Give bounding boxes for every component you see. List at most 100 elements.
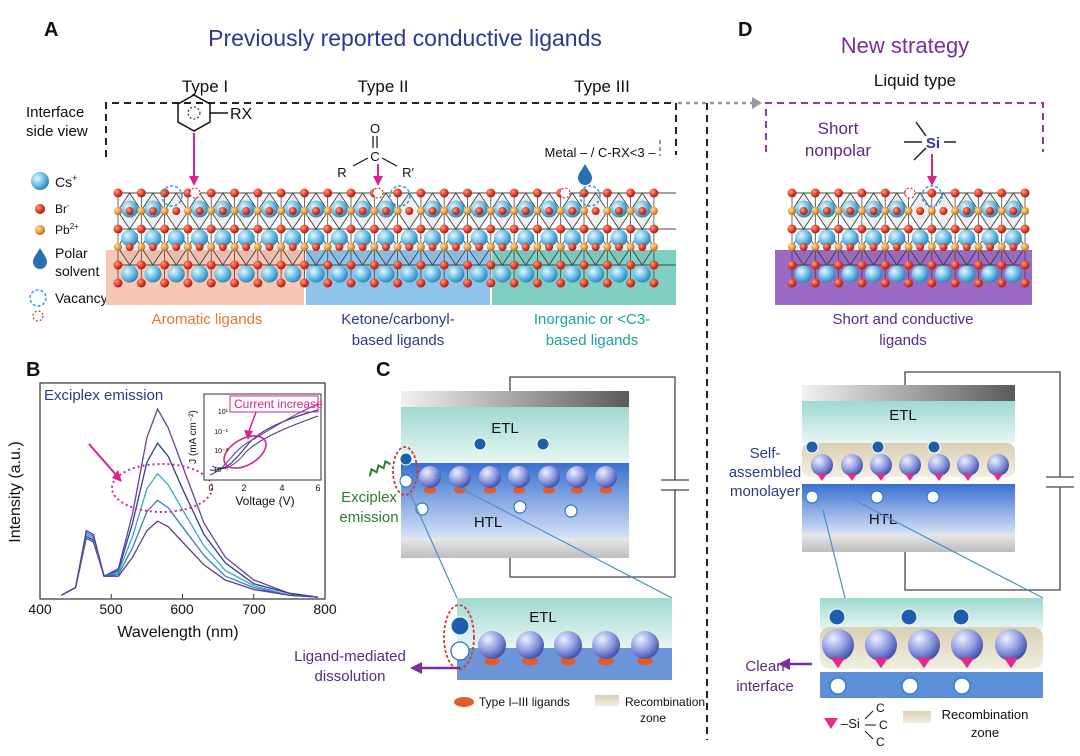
br-atom [614, 207, 623, 215]
ligand-ellipse [542, 486, 556, 494]
type-3-label: Type III [574, 77, 630, 96]
quantum-dot [811, 454, 833, 476]
pb-atom [510, 243, 519, 251]
c-contact-bar [401, 391, 629, 407]
br-atom [299, 260, 309, 270]
nonpolar-label: nonpolar [805, 141, 872, 160]
bond-r [352, 157, 369, 167]
br-atom [810, 260, 820, 270]
cs-atom [470, 265, 488, 283]
pb-atom [347, 243, 355, 251]
c-zoom-etl-label: ETL [529, 609, 557, 626]
br-atom [556, 260, 566, 270]
c-legend-ligand-icon [454, 697, 474, 707]
b-highlight-ellipse [111, 463, 213, 513]
cs-atom [587, 265, 605, 283]
br-atom [973, 188, 983, 198]
pb-atom [370, 207, 379, 215]
br-atom [568, 243, 577, 251]
ligand-ellipse [598, 656, 614, 666]
quantum-dot [595, 466, 617, 488]
cs-atom [633, 265, 651, 283]
spectrum-series-3 [61, 472, 318, 598]
c-bottom-layer [401, 538, 629, 558]
br-atom [532, 224, 542, 234]
cs-atom [563, 265, 581, 283]
br-atom [312, 207, 321, 215]
br-atom [834, 260, 844, 270]
br-atom [787, 260, 797, 270]
br-atom [346, 224, 356, 234]
br-atom [160, 260, 170, 270]
br-atom [986, 207, 995, 215]
silane-ligand-icon [873, 657, 889, 669]
br-atom [556, 278, 566, 288]
d-zoom-etl [820, 598, 1043, 630]
panel-b-label: B [26, 359, 40, 381]
br-atom [393, 260, 403, 270]
br-atom [904, 278, 913, 288]
br-atom [927, 260, 937, 270]
br-atom [346, 278, 356, 288]
pb-atom [974, 243, 983, 251]
br-atom [799, 207, 808, 215]
br-atom [405, 207, 414, 215]
cs-atom [447, 265, 465, 283]
cs-atom [540, 229, 558, 247]
d-legend-c-1: C [876, 701, 885, 715]
br-atom [253, 224, 263, 234]
br-atom [230, 224, 239, 234]
br-atom [148, 243, 157, 251]
br-atom [556, 224, 566, 234]
quantum-dot [508, 466, 530, 488]
br-atom [125, 207, 134, 215]
short-conductive-label-2: ligands [879, 332, 927, 349]
br-atom [649, 188, 659, 198]
br-atom [602, 188, 612, 198]
type-1-label: Type I [182, 77, 228, 96]
br-atom [904, 224, 913, 234]
b-inset-curve-3 [211, 415, 319, 470]
spectrum-series-1 [61, 407, 318, 598]
pb-atom [857, 207, 866, 215]
c-dissolution-label-2: dissolution [315, 668, 386, 685]
br-atom [206, 278, 216, 288]
br-atom [276, 224, 286, 234]
panel-d-label: D [738, 19, 752, 41]
br-atom [439, 260, 449, 270]
ligand-ellipse [637, 656, 653, 666]
c-hole-edge [399, 474, 413, 488]
d-zoom-electron-2 [900, 608, 918, 626]
br-atom [509, 260, 519, 270]
silane-ligand-icon [959, 657, 975, 669]
br-atom [916, 207, 925, 215]
cs-atom [307, 229, 325, 247]
b-inset-ylabel: J (mA cm⁻²) [188, 410, 199, 464]
br-atom [206, 224, 216, 234]
pb-atom [440, 243, 449, 251]
br-atom [997, 260, 1007, 270]
cs-atom [167, 265, 185, 283]
pb-atom [580, 207, 588, 215]
br-atom [532, 188, 542, 198]
side-view-label-1: Interface [26, 104, 84, 121]
vacancy-cs-2 [389, 185, 411, 207]
vacancy-br-1 [189, 187, 201, 199]
br-atom [904, 260, 913, 270]
ketone-label-1: Ketone/carbonyl- [341, 311, 454, 328]
polar-label-1: Polar [55, 245, 88, 261]
ligand-ellipse [453, 486, 467, 494]
carbonyl-r-label: R [337, 165, 346, 180]
br-atom [880, 224, 890, 234]
c-legend-ligand-label: Type I–III ligands [479, 695, 570, 709]
c-electron-1 [473, 437, 487, 451]
cs-atom [237, 229, 255, 247]
inorganic-label-2: based ligands [546, 332, 639, 349]
b-highlight-arrow-head [112, 470, 122, 482]
pb-atom [904, 243, 913, 251]
b-inset-ytick-1: 10¹ [218, 409, 229, 416]
cs-atom [563, 229, 581, 247]
quantum-dot [928, 454, 950, 476]
br-atom [939, 243, 948, 251]
cs-legend-icon [31, 172, 49, 190]
